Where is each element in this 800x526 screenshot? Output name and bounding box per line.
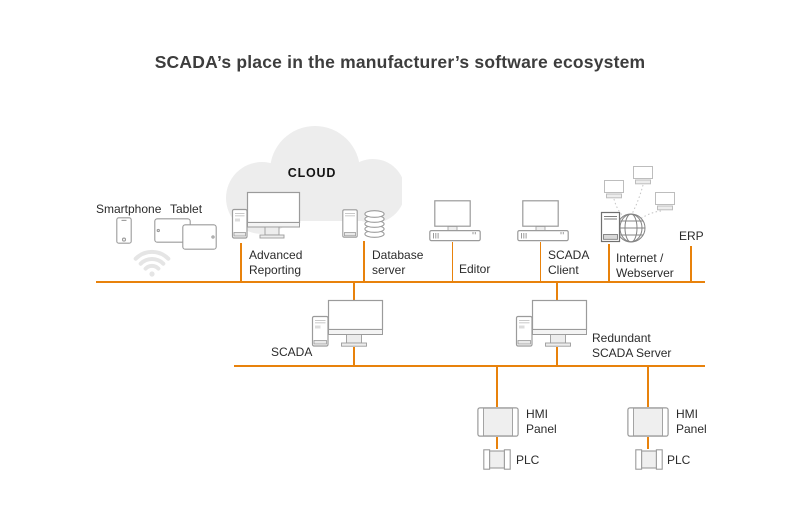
connector-plc-1 bbox=[496, 437, 498, 449]
scada-server-icon bbox=[310, 298, 386, 348]
internet-webserver-label: Internet / Webserver bbox=[616, 251, 674, 280]
plc-icon bbox=[635, 449, 663, 470]
advanced-reporting-label: Advanced Reporting bbox=[249, 248, 303, 277]
plc-label: PLC bbox=[667, 453, 691, 467]
network-bus-line-upper bbox=[96, 281, 705, 283]
editor-workstation-icon bbox=[429, 200, 481, 242]
connector-hmi-1 bbox=[496, 366, 498, 407]
database-coil-icon bbox=[364, 210, 385, 238]
connector-scada-bottom bbox=[353, 347, 355, 365]
scada-label: SCADA bbox=[271, 345, 313, 359]
hmi-panel-label: HMI Panel bbox=[526, 407, 557, 436]
network-bus-line-lower bbox=[234, 364, 705, 367]
erp-label: ERP bbox=[679, 229, 704, 243]
cloud-label: CLOUD bbox=[287, 166, 337, 180]
hmi-panel-label: HMI Panel bbox=[676, 407, 707, 436]
connector-erp bbox=[690, 246, 692, 282]
connector-scada-top bbox=[353, 283, 355, 300]
connector-redundant-top bbox=[556, 283, 558, 300]
connector-advanced-reporting bbox=[240, 243, 242, 282]
connector-plc-2 bbox=[647, 437, 649, 449]
database-server-label: Database server bbox=[372, 248, 424, 277]
connector-redundant-bottom bbox=[556, 347, 558, 365]
plc-label: PLC bbox=[516, 453, 540, 467]
smartphone-label: Smartphone bbox=[96, 202, 162, 216]
tablet-icon bbox=[182, 224, 217, 250]
editor-label: Editor bbox=[459, 262, 491, 276]
connector-database-server bbox=[363, 241, 365, 282]
connector-internet-webserver bbox=[608, 244, 610, 282]
scada-client-workstation-icon bbox=[517, 200, 569, 242]
hmi-panel-icon bbox=[477, 407, 519, 437]
database-phone-icon bbox=[342, 209, 358, 238]
redundant-scada-server-icon bbox=[514, 298, 590, 348]
plc-icon bbox=[483, 449, 511, 470]
wifi-icon bbox=[126, 242, 178, 278]
advanced-reporting-workstation-icon bbox=[230, 191, 302, 239]
diagram-title: SCADA’s place in the manufacturer’s soft… bbox=[154, 52, 646, 72]
tablet-label: Tablet bbox=[170, 202, 203, 216]
internet-webserver-icon bbox=[598, 162, 690, 246]
connector-editor bbox=[451, 242, 454, 282]
connector-scada-client bbox=[539, 242, 542, 282]
scada-client-label: SCADA Client bbox=[548, 248, 589, 277]
redundant-scada-server-label: Redundant SCADA Server bbox=[592, 331, 672, 360]
connector-hmi-2 bbox=[647, 366, 649, 407]
hmi-panel-icon bbox=[627, 407, 669, 437]
smartphone-icon bbox=[116, 217, 132, 244]
